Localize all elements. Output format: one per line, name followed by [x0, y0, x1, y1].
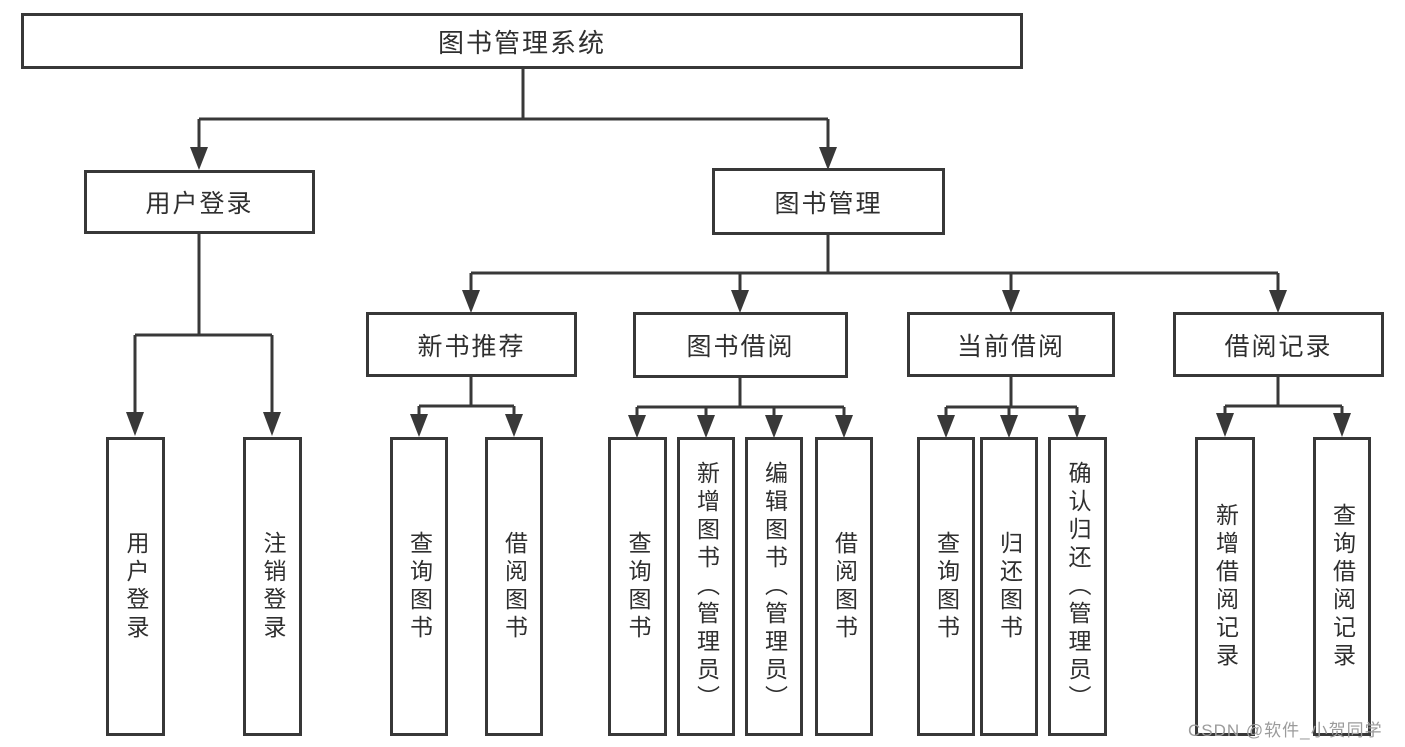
arrow-down-icon [937, 415, 955, 438]
node-label: 用户登录 [123, 530, 149, 643]
leaf-logout: 注销登录 [243, 437, 302, 736]
node-label: 借阅记录 [1224, 332, 1333, 361]
leaf-query-books-1: 查询图书 [390, 437, 448, 736]
arrow-down-icon [731, 290, 749, 313]
arrow-down-icon [462, 290, 480, 313]
branch-new-book-recommend [417, 376, 516, 415]
arrow-down-icon [819, 147, 837, 170]
node-label: 借阅图书 [501, 530, 528, 643]
leaf-add-books-admin: 新增图书（管理员） [677, 437, 735, 736]
node-label: 图书借阅 [686, 333, 795, 361]
arrow-down-icon [628, 415, 646, 438]
arrow-down-icon [190, 147, 208, 170]
node-label: 查询图书 [625, 530, 651, 643]
branch-root [197, 67, 830, 149]
node-current-borrowing: 当前借阅 [907, 312, 1115, 377]
node-label: 新增借阅记录 [1212, 502, 1239, 671]
arrow-down-icon [1333, 413, 1351, 437]
node-label: 图书管理系统 [437, 27, 606, 58]
arrow-down-icon [505, 414, 523, 437]
leaf-query-borrow-record: 查询借阅记录 [1313, 437, 1371, 736]
node-label: 编辑图书（管理员） [761, 460, 788, 713]
node-book-management: 图书管理 [712, 168, 945, 235]
node-label: 新增图书（管理员） [693, 460, 720, 713]
leaf-query-books-3: 查询图书 [917, 437, 975, 736]
node-label: 当前借阅 [956, 332, 1065, 361]
leaf-query-books-2: 查询图书 [608, 437, 667, 736]
node-new-book-recommend: 新书推荐 [366, 312, 577, 377]
node-label: 查询图书 [933, 530, 960, 643]
node-label: 注销登录 [260, 530, 286, 643]
leaf-user-login: 用户登录 [106, 437, 165, 736]
node-label: 图书管理 [774, 189, 883, 218]
leaf-borrow-books-2: 借阅图书 [815, 437, 873, 736]
branch-user-login [133, 233, 274, 414]
node-label: 查询借阅记录 [1329, 502, 1356, 671]
branch-book-management [469, 234, 1280, 292]
node-label: 查询图书 [406, 530, 433, 643]
arrow-down-icon [410, 414, 428, 437]
branch-book-borrowing [635, 377, 846, 416]
arrow-down-icon [126, 412, 144, 436]
arrow-down-icon [1269, 290, 1287, 313]
arrow-down-icon [1216, 413, 1234, 437]
node-label: 用户登录 [145, 190, 254, 218]
arrow-down-icon [1000, 415, 1018, 438]
leaf-add-borrow-record: 新增借阅记录 [1195, 437, 1255, 736]
node-label: 归还图书 [996, 530, 1023, 643]
node-borrow-records: 借阅记录 [1173, 312, 1384, 377]
arrow-down-icon [697, 415, 715, 438]
branch-borrow-records [1223, 376, 1344, 415]
leaf-return-books: 归还图书 [980, 437, 1038, 736]
arrow-down-icon [263, 412, 281, 436]
arrow-down-icon [835, 415, 853, 438]
branch-current-borrowing [944, 376, 1079, 416]
node-label: 确认归还（管理员） [1065, 460, 1091, 713]
node-root-system: 图书管理系统 [21, 13, 1023, 69]
arrow-down-icon [1068, 415, 1086, 438]
arrow-down-icon [1002, 290, 1020, 313]
arrow-down-icon [765, 415, 783, 438]
node-label: 借阅图书 [831, 530, 858, 643]
node-label: 新书推荐 [417, 332, 526, 361]
node-user-login: 用户登录 [84, 170, 315, 234]
node-book-borrowing: 图书借阅 [633, 312, 848, 378]
watermark: CSDN @软件_小贺同学 [1188, 721, 1383, 740]
leaf-borrow-books-1: 借阅图书 [485, 437, 543, 736]
leaf-edit-books-admin: 编辑图书（管理员） [745, 437, 803, 736]
leaf-confirm-return-admin: 确认归还（管理员） [1048, 437, 1107, 736]
